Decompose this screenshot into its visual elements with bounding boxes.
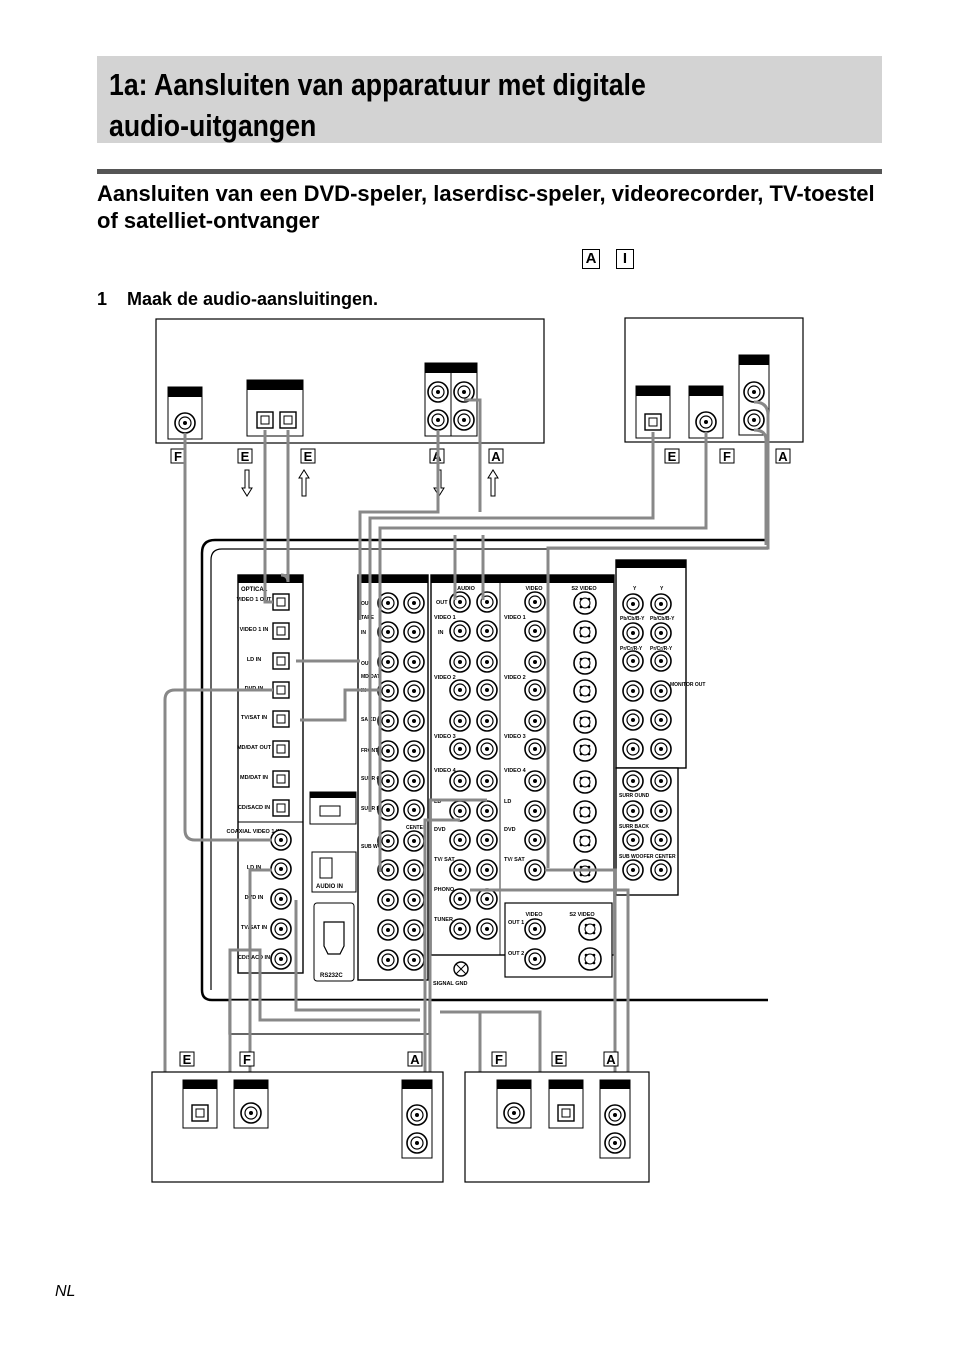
svg-text:OUT 2: OUT 2 <box>508 951 524 957</box>
svg-text:TV/SAT IN: TV/SAT IN <box>241 715 267 721</box>
svg-text:E: E <box>183 1052 192 1067</box>
svg-text:A: A <box>778 449 788 464</box>
svg-text:AUDIO: AUDIO <box>457 586 475 592</box>
svg-text:F: F <box>495 1052 503 1067</box>
svg-text:Y: Y <box>660 586 664 592</box>
svg-text:COAXIAL VIDEO 1 IN: COAXIAL VIDEO 1 IN <box>227 829 282 835</box>
svg-text:Pr/Cr/R-Y: Pr/Cr/R-Y <box>650 646 673 652</box>
svg-text:LD: LD <box>504 799 511 805</box>
svg-text:VIDEO 1: VIDEO 1 <box>504 615 526 621</box>
svg-text:DVD: DVD <box>434 827 446 833</box>
svg-text:E: E <box>241 449 250 464</box>
page-title: 1a: Aansluiten van apparatuur met digita… <box>109 67 646 143</box>
coaxial-out-jack <box>174 412 196 434</box>
svg-text:MONITOR OUT: MONITOR OUT <box>670 682 705 688</box>
svg-text:E: E <box>555 1052 564 1067</box>
step-number: 1 <box>97 289 108 309</box>
svg-text:Y: Y <box>633 586 637 592</box>
svg-text:F: F <box>723 449 731 464</box>
svg-text:A: A <box>410 1052 420 1067</box>
svg-text:A: A <box>606 1052 616 1067</box>
optical-out-jack <box>256 411 274 429</box>
svg-text:VIDEO 1 OUT: VIDEO 1 OUT <box>237 597 272 603</box>
svg-text:CD/SACD IN: CD/SACD IN <box>238 955 270 961</box>
svg-text:SA CD IN: SA CD IN <box>361 717 383 723</box>
svg-text:MD/DAT OUT: MD/DAT OUT <box>237 745 272 751</box>
svg-text:Pb/Cb/B-Y: Pb/Cb/B-Y <box>620 616 645 622</box>
divider <box>97 169 882 174</box>
svg-text:VIDEO: VIDEO <box>525 912 543 918</box>
svg-text:PHONO: PHONO <box>434 887 455 893</box>
svg-text:F: F <box>174 449 182 464</box>
svg-text:E: E <box>668 449 677 464</box>
language-code: NL <box>55 1283 76 1300</box>
svg-text:LD: LD <box>434 799 441 805</box>
svg-text:LD IN: LD IN <box>247 865 261 871</box>
title-banner: 1a: Aansluiten van apparatuur met digita… <box>97 56 882 143</box>
svg-text:MD/DAT IN: MD/DAT IN <box>240 775 268 781</box>
section-heading: Aansluiten van een DVD-speler, laserdisc… <box>97 181 875 233</box>
svg-text:TV/ SAT: TV/ SAT <box>504 857 525 863</box>
svg-text:VIDEO 2: VIDEO 2 <box>434 675 456 681</box>
svg-text:VIDEO 1: VIDEO 1 <box>434 615 456 621</box>
svg-text:CENTER: CENTER <box>406 825 427 831</box>
svg-text:CENTER: CENTER <box>655 854 676 860</box>
svg-text:IN: IN <box>438 630 444 636</box>
svg-text:SURR BACK: SURR BACK <box>361 806 391 812</box>
svg-text:TAPE: TAPE <box>361 615 375 621</box>
letter-badge-a: A <box>582 249 600 269</box>
svg-text:VIDEO 4: VIDEO 4 <box>434 768 457 774</box>
svg-text:VIDEO 1 IN: VIDEO 1 IN <box>240 627 269 633</box>
svg-text:CD/SACD IN: CD/SACD IN <box>238 805 270 811</box>
svg-text:OPTICAL: OPTICAL <box>241 587 268 593</box>
svg-text:A: A <box>491 449 501 464</box>
optical-in-jack <box>279 411 297 429</box>
step-text: Maak de audio-aansluitingen. <box>127 289 379 309</box>
svg-text:VIDEO 3: VIDEO 3 <box>504 734 526 740</box>
letter-badge-i: I <box>616 249 634 269</box>
svg-text:OUT: OUT <box>361 601 372 607</box>
svg-text:LD IN: LD IN <box>247 657 261 663</box>
svg-text:SUB WOOFER: SUB WOOFER <box>361 844 396 850</box>
svg-text:VIDEO 4: VIDEO 4 <box>504 768 527 774</box>
svg-text:OUT 1: OUT 1 <box>508 920 524 926</box>
svg-text:DVD IN: DVD IN <box>245 895 264 901</box>
svg-text:DVD: DVD <box>504 827 516 833</box>
svg-text:SURR OUND: SURR OUND <box>619 793 650 799</box>
svg-text:TV/SAT IN: TV/SAT IN <box>241 925 267 931</box>
svg-text:SURR OUND: SURR OUND <box>361 776 392 782</box>
svg-text:TUNER: TUNER <box>434 917 453 923</box>
step-instruction: 1 Maak de audio-aansluitingen. <box>97 288 378 310</box>
svg-text:TV/ SAT: TV/ SAT <box>434 857 455 863</box>
svg-text:VIDEO 2: VIDEO 2 <box>504 675 526 681</box>
svg-text:RS232C: RS232C <box>320 973 343 979</box>
svg-text:S2 VIDEO: S2 VIDEO <box>571 586 597 592</box>
svg-text:E: E <box>304 449 313 464</box>
svg-text:S2 VIDEO: S2 VIDEO <box>569 912 595 918</box>
svg-text:IN: IN <box>361 630 366 636</box>
svg-text:OUT: OUT <box>436 600 448 606</box>
svg-text:VIDEO 3: VIDEO 3 <box>434 734 456 740</box>
device-top-left <box>155 318 545 444</box>
svg-text:VIDEO: VIDEO <box>525 586 543 592</box>
svg-text:OUT: OUT <box>361 661 372 667</box>
svg-text:SIGNAL GND: SIGNAL GND <box>433 981 467 987</box>
svg-text:Pb/Cb/B-Y: Pb/Cb/B-Y <box>650 616 675 622</box>
svg-text:AUDIO IN: AUDIO IN <box>316 884 343 890</box>
svg-text:SUB WOOFER: SUB WOOFER <box>619 854 654 860</box>
svg-text:F: F <box>243 1052 251 1067</box>
svg-text:Pr/Cr/R-Y: Pr/Cr/R-Y <box>620 646 643 652</box>
svg-text:SURR BACK: SURR BACK <box>619 824 649 830</box>
